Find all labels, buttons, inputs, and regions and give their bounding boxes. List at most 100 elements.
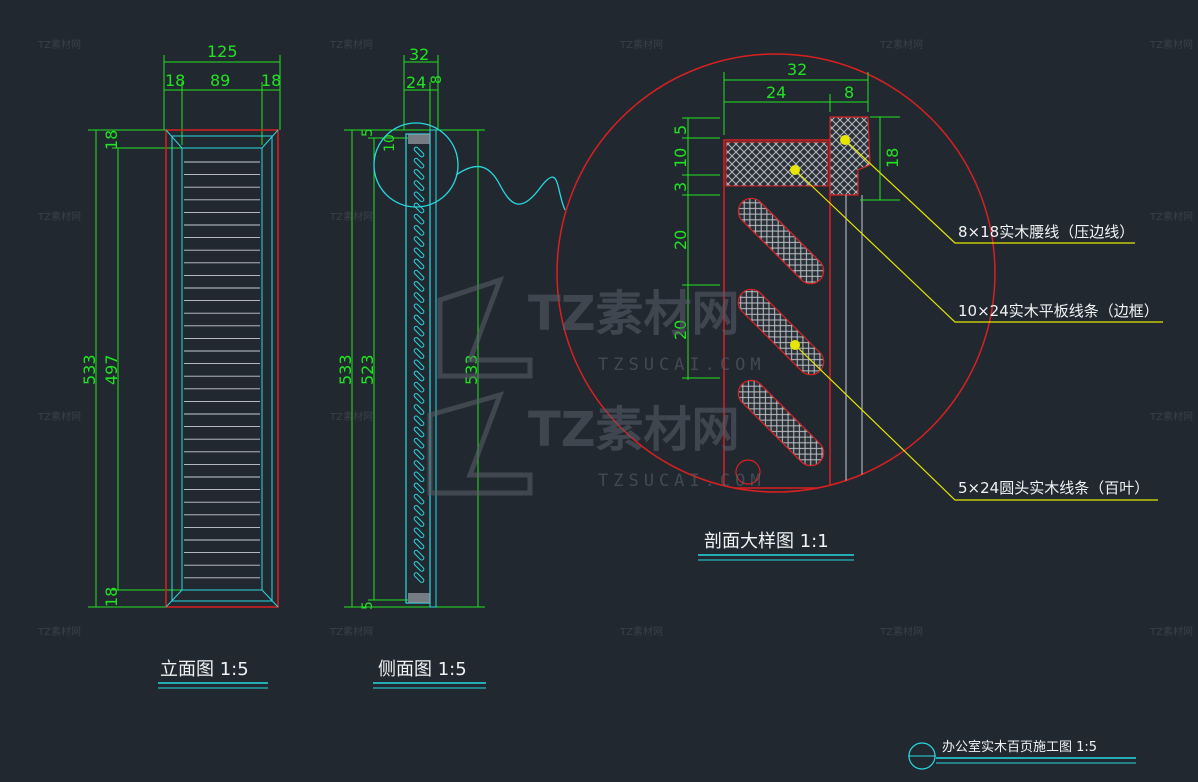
side-view: 32 24 8 533 523 533 5 10 5 侧面图 1:5 — [336, 45, 566, 689]
section-dim-depth-a: 24 — [766, 83, 786, 102]
callout-label-2: 10×24实木平板线条（边框） — [958, 302, 1159, 320]
side-louver-slat — [413, 393, 425, 404]
watermark-tile: TZ素材网 — [37, 210, 81, 223]
watermark-logo-1: TZ素材网 TZSUCAI.COM — [437, 275, 766, 379]
side-detail-callout-circle — [373, 122, 459, 208]
dim-rail-bottom: 18 — [102, 587, 121, 607]
watermark-tile: TZ素材网 — [329, 38, 373, 51]
watermark-brand-text: TZ素材网 — [528, 286, 740, 342]
elevation-outer-frame — [165, 129, 279, 608]
section-dim-v4: 20 — [671, 230, 690, 250]
side-top-rail-hatch — [408, 134, 430, 144]
side-top-dimensions — [403, 55, 439, 130]
watermark-url-text: TZSUCAI.COM — [598, 355, 766, 375]
side-dim-top-offset: 5 — [360, 128, 376, 137]
side-dim-top-gap: 10 — [382, 134, 398, 152]
side-louver-slat — [413, 146, 425, 158]
watermark-tile: TZ素材网 — [37, 625, 81, 638]
side-louver-slat — [413, 157, 425, 169]
callout-label-3: 5×24圆头实木线条（百叶） — [958, 479, 1149, 497]
dim-stile-left: 18 — [165, 71, 185, 90]
dim-stile-right: 18 — [261, 71, 281, 90]
elevation-view: 125 18 89 18 533 497 18 18 立面图 1:5 — [80, 42, 281, 689]
section-title: 剖面大样图 1:1 — [704, 531, 829, 552]
watermark-tile: TZ素材网 — [619, 38, 663, 51]
side-dim-overall-height: 533 — [336, 354, 355, 385]
side-louver-slat — [413, 269, 425, 281]
section-dim-v1: 5 — [671, 125, 690, 135]
watermark-logo-icon — [427, 391, 533, 496]
side-louver-slat — [413, 236, 425, 247]
section-dim-v2: 10 — [671, 148, 690, 168]
side-bottom-rail-hatch — [408, 593, 430, 603]
side-louver-slat — [413, 337, 425, 348]
side-louver-slat — [413, 303, 425, 315]
watermark-logo-icon — [437, 275, 533, 379]
side-louver-slat — [413, 169, 425, 180]
watermark-logo-2: TZ素材网 TZSUCAI.COM — [427, 391, 766, 496]
side-louver-slat — [413, 247, 425, 259]
side-louver-slat — [413, 191, 425, 203]
watermark-tile: TZ素材网 — [879, 625, 923, 638]
side-louver-slat — [413, 572, 425, 583]
watermark-tile: TZ素材网 — [1149, 38, 1193, 51]
side-louver-slat — [413, 225, 425, 236]
side-dim-inner-height: 523 — [358, 354, 377, 385]
side-louver-slat — [413, 449, 425, 460]
watermark-tile: TZ素材网 — [329, 410, 373, 423]
dim-overall-height: 533 — [80, 354, 99, 385]
elevation-frame-inner — [171, 135, 273, 602]
side-louver-slat — [413, 561, 425, 572]
watermark-url-text: TZSUCAI.COM — [598, 471, 766, 491]
elevation-panel — [181, 147, 263, 591]
drawing-title: 办公室实木百页施工图 1:5 — [942, 739, 1097, 755]
side-louver-slat — [413, 359, 425, 371]
section-dim-v3: 3 — [671, 182, 690, 192]
side-dim-bottom-offset: 5 — [360, 601, 376, 610]
side-louver-slat — [413, 460, 425, 471]
section-left-dimensions — [682, 116, 900, 380]
side-louver-slat — [413, 213, 425, 225]
callout-marker-2 — [790, 165, 800, 175]
section-top-dimensions — [723, 72, 869, 135]
watermark-tile: TZ素材网 — [329, 625, 373, 638]
section-dim-strip-height: 18 — [883, 148, 902, 168]
callout-leader-2 — [794, 169, 1163, 323]
section-dim-v5: 20 — [671, 320, 690, 340]
watermark-tile: TZ素材网 — [37, 410, 81, 423]
elevation-left-dimensions — [88, 129, 182, 608]
callout-leader-3 — [794, 344, 1158, 501]
side-louver-slat — [413, 404, 425, 415]
side-louver-slat — [413, 471, 425, 483]
side-louver-slat — [413, 505, 425, 516]
dim-rail-top: 18 — [102, 130, 121, 150]
section-edge-strip — [829, 116, 871, 196]
side-louver-slat — [413, 538, 425, 550]
callout-label-1: 8×18实木腰线（压边线） — [958, 223, 1134, 241]
watermark-tile: TZ素材网 — [1149, 625, 1193, 638]
watermark-brand-text: TZ素材网 — [528, 402, 740, 458]
side-vertical-dimensions — [344, 129, 485, 608]
side-dim-depth-b: 8 — [429, 75, 445, 84]
side-louver-slat — [413, 281, 425, 292]
side-louver-slat — [413, 381, 425, 393]
watermark-tile: TZ素材网 — [1149, 410, 1193, 423]
elevation-louver-slats — [184, 161, 260, 579]
side-louver-slat — [413, 415, 425, 427]
dim-inner-height: 497 — [102, 354, 121, 385]
elevation-frame-mitres — [165, 129, 279, 608]
elevation-title: 立面图 1:5 — [160, 659, 249, 680]
side-louver-slat — [413, 426, 425, 438]
section-top-rail — [725, 141, 829, 187]
side-louver-slat — [413, 325, 425, 337]
callout-leader-1 — [844, 139, 1135, 244]
watermark-tile: TZ素材网 — [619, 625, 663, 638]
side-louver-slat — [413, 482, 425, 494]
side-louver-slat — [413, 292, 425, 303]
side-edge-strip — [429, 129, 437, 608]
section-bottom-slat-end — [735, 459, 761, 485]
callout-marker-1 — [840, 135, 850, 145]
side-louver-slat — [413, 348, 425, 359]
section-detail: 32 24 8 5 10 3 20 20 18 8×18实木腰 — [556, 53, 1163, 561]
